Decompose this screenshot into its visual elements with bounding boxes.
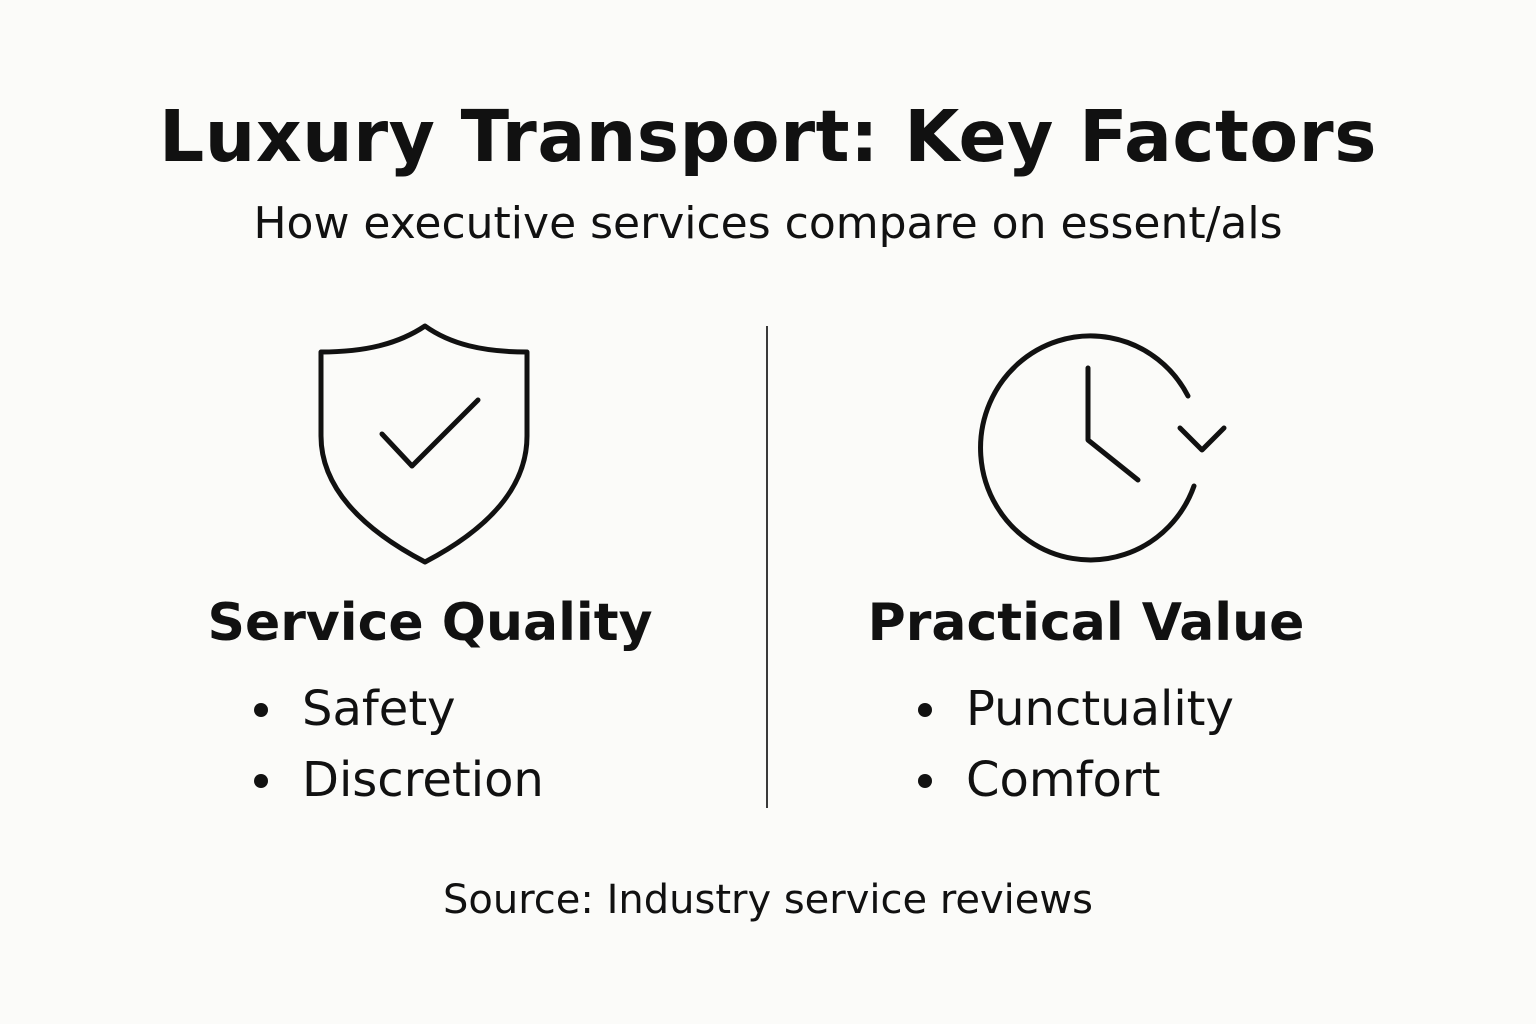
list-item: Comfort [918,745,1234,816]
column-divider [766,326,768,808]
source-note: Source: Industry service reviews [443,877,1093,923]
page-title: Luxury Transport: Key Factors [159,95,1377,178]
list-item-label: Punctuality [966,681,1234,737]
bullet-icon [254,702,268,717]
column-heading-practical-value: Practical Value [867,593,1305,653]
shield-check-icon [300,316,550,576]
bullet-icon [254,773,268,788]
bullet-icon [918,773,932,788]
list-item-label: Discretion [302,752,544,808]
list-item: Safety [254,674,544,745]
service-quality-list: Safety Discretion [254,674,544,816]
list-item: Discretion [254,745,544,816]
clock-refresh-icon [960,316,1250,576]
column-heading-service-quality: Service Quality [207,593,653,653]
bullet-icon [918,702,932,717]
list-item: Punctuality [918,674,1234,745]
practical-value-list: Punctuality Comfort [918,674,1234,816]
list-item-label: Safety [302,681,456,737]
list-item-label: Comfort [966,752,1161,808]
page-subtitle: How executive services compare on essent… [253,198,1283,249]
